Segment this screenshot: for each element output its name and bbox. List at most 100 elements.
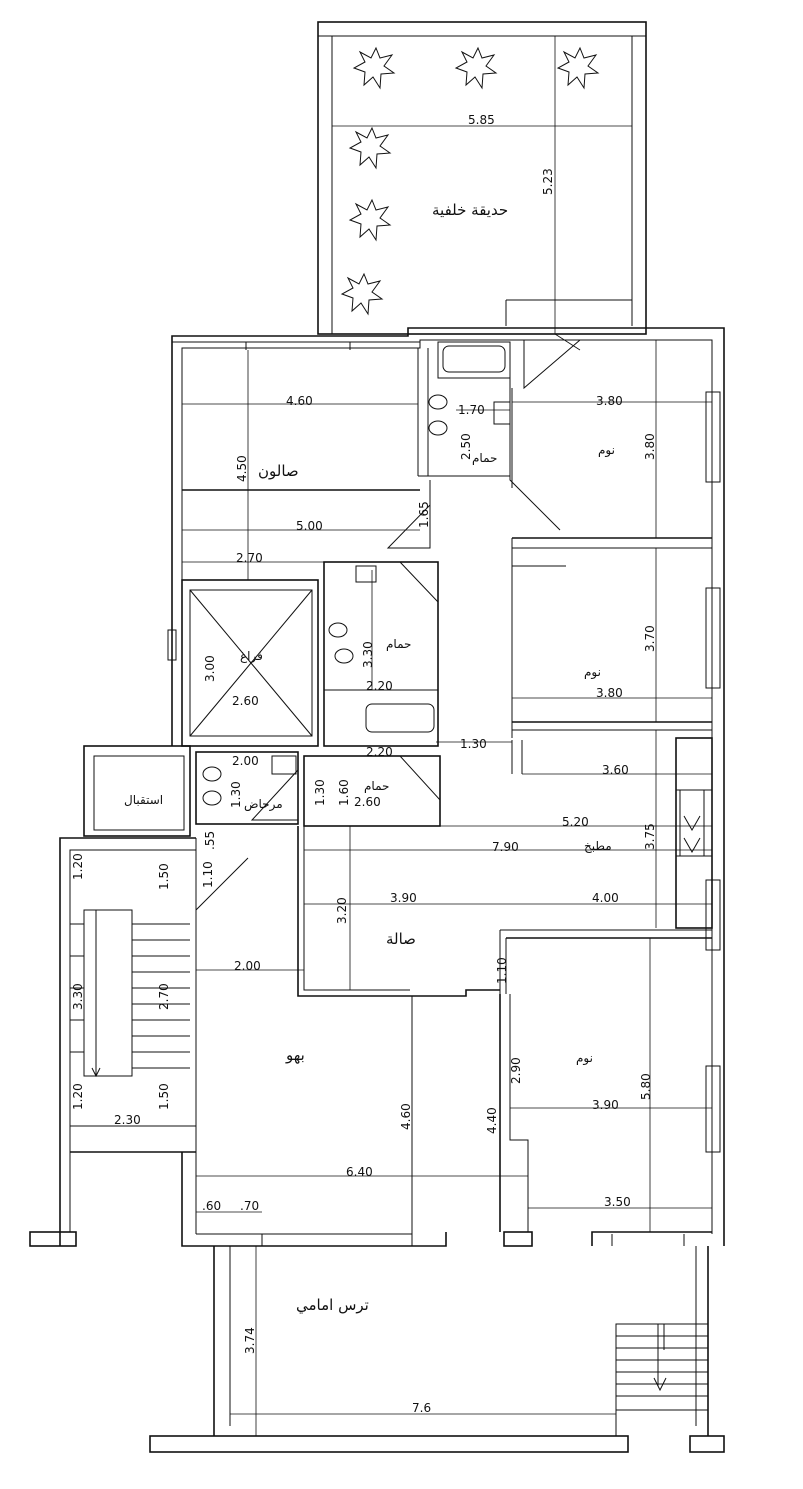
- dim-label: .60: [202, 1199, 221, 1213]
- room-label-bedroom: نوم: [584, 665, 601, 680]
- toilet-icon: [202, 766, 222, 782]
- dim-label: 2.60: [354, 795, 381, 809]
- kitchen: [511, 737, 713, 929]
- dim-label: 4.60: [286, 394, 313, 408]
- door-swing: [509, 476, 561, 531]
- salle: [297, 826, 712, 997]
- room-label-void: فراغ: [240, 649, 263, 664]
- dim-label: 1.30: [313, 779, 327, 806]
- dim-label: 5.85: [468, 113, 495, 127]
- living-room: [182, 342, 429, 491]
- stairwell: [29, 745, 196, 1247]
- sink-icon: [493, 401, 511, 425]
- building-walls: [167, 327, 725, 1246]
- toilet-icon: [334, 648, 354, 664]
- dim-label: 2.00: [232, 754, 259, 768]
- dim-label: 3.90: [592, 1098, 619, 1112]
- room-label-back-garden: حديقة خلفية: [432, 201, 508, 219]
- bedroom-1: [511, 388, 712, 549]
- bidet-icon: [202, 790, 222, 806]
- dim-label: 2.00: [234, 959, 261, 973]
- dim-label: 3.70: [643, 625, 657, 652]
- dim-label: 1.65: [417, 501, 431, 528]
- room-label-wc: مرحاض: [244, 797, 283, 812]
- door-swing: [523, 339, 581, 390]
- bedroom-2: [511, 538, 712, 738]
- toilet-icon: [428, 394, 448, 410]
- sink-icon: [271, 755, 297, 775]
- room-label-bath: حمام: [472, 451, 497, 465]
- dim-label: 2.90: [509, 1057, 523, 1084]
- dim-label: 3.50: [604, 1195, 631, 1209]
- room-label-bedroom: نوم: [576, 1051, 593, 1066]
- dim-label: 3.00: [203, 655, 217, 682]
- dim-label: 2.70: [157, 983, 171, 1010]
- dim-label: 3.20: [335, 897, 349, 924]
- room-label-bath: حمام: [386, 637, 411, 651]
- bidet-icon: [328, 622, 348, 638]
- dim-label: 7.6: [412, 1401, 431, 1415]
- dim-label: 4.00: [592, 891, 619, 905]
- dim-label: 1.70: [458, 403, 485, 417]
- bathroom-1: [418, 341, 511, 477]
- dim-label: 2.60: [232, 694, 259, 708]
- room-label-hall: بهو: [285, 1046, 305, 1064]
- dim-label: 1.30: [229, 781, 243, 808]
- dim-label: 1.60: [337, 779, 351, 806]
- hall: [181, 900, 447, 1247]
- dim-label: 1.20: [71, 853, 85, 880]
- dim-label: 2.20: [366, 679, 393, 693]
- dim-label: .70: [240, 1199, 259, 1213]
- sink-icon: [355, 565, 377, 583]
- bathtub-icon: [442, 345, 506, 373]
- room-label-salle: صالة: [386, 930, 416, 948]
- room-label-bedroom: نوم: [598, 443, 615, 458]
- front-terrace: [149, 1246, 725, 1453]
- bedroom-3: [499, 930, 712, 1247]
- dim-label: 1.30: [460, 737, 487, 751]
- dim-label: 4.60: [399, 1103, 413, 1130]
- wc: [195, 751, 299, 825]
- dim-label: 3.75: [643, 823, 657, 850]
- dim-label: 5.80: [639, 1073, 653, 1100]
- room-label-bath: حمام: [364, 779, 389, 793]
- dim-label: 7.90: [492, 840, 519, 854]
- dim-label: 6.40: [346, 1165, 373, 1179]
- dim-label: 1.10: [201, 861, 215, 888]
- dim-label: 5.20: [562, 815, 589, 829]
- room-label-reception: استقبال: [124, 793, 163, 807]
- bathtub-icon: [365, 703, 435, 733]
- back-garden: [317, 21, 647, 335]
- light-well: [181, 579, 319, 747]
- dim-label: 1.50: [157, 863, 171, 890]
- bidet-icon: [428, 420, 448, 436]
- dim-label: 3.74: [243, 1327, 257, 1354]
- room-label-front-terrace: ترس امامي: [296, 1296, 369, 1315]
- dim-label: 2.20: [366, 745, 393, 759]
- dim-label: 1.20: [71, 1083, 85, 1110]
- dim-label: 2.50: [459, 433, 473, 460]
- dim-label: 5.00: [296, 519, 323, 533]
- dim-label: 3.60: [602, 763, 629, 777]
- stove-icon: [679, 789, 705, 857]
- dim-label: 2.30: [114, 1113, 141, 1127]
- dim-label: 4.50: [235, 455, 249, 482]
- bathroom-2: [323, 561, 439, 747]
- room-label-living: صالون: [258, 462, 299, 480]
- dim-label: 1.50: [157, 1083, 171, 1110]
- dim-label: 3.80: [596, 686, 623, 700]
- dim-label: .55: [203, 831, 217, 850]
- dim-label: 5.23: [541, 168, 555, 195]
- dim-label: 3.30: [361, 641, 375, 668]
- dim-label: 3.30: [71, 983, 85, 1010]
- dim-label: 1.10: [495, 957, 509, 984]
- door-swing: [386, 480, 431, 549]
- dim-label: 3.80: [596, 394, 623, 408]
- tree-icon: [340, 46, 600, 316]
- dim-label: 3.90: [390, 891, 417, 905]
- dim-label: 2.70: [236, 551, 263, 565]
- dim-label: 4.40: [485, 1107, 499, 1134]
- dim-label: 3.80: [643, 433, 657, 460]
- room-label-kitchen: مطبخ: [584, 839, 612, 853]
